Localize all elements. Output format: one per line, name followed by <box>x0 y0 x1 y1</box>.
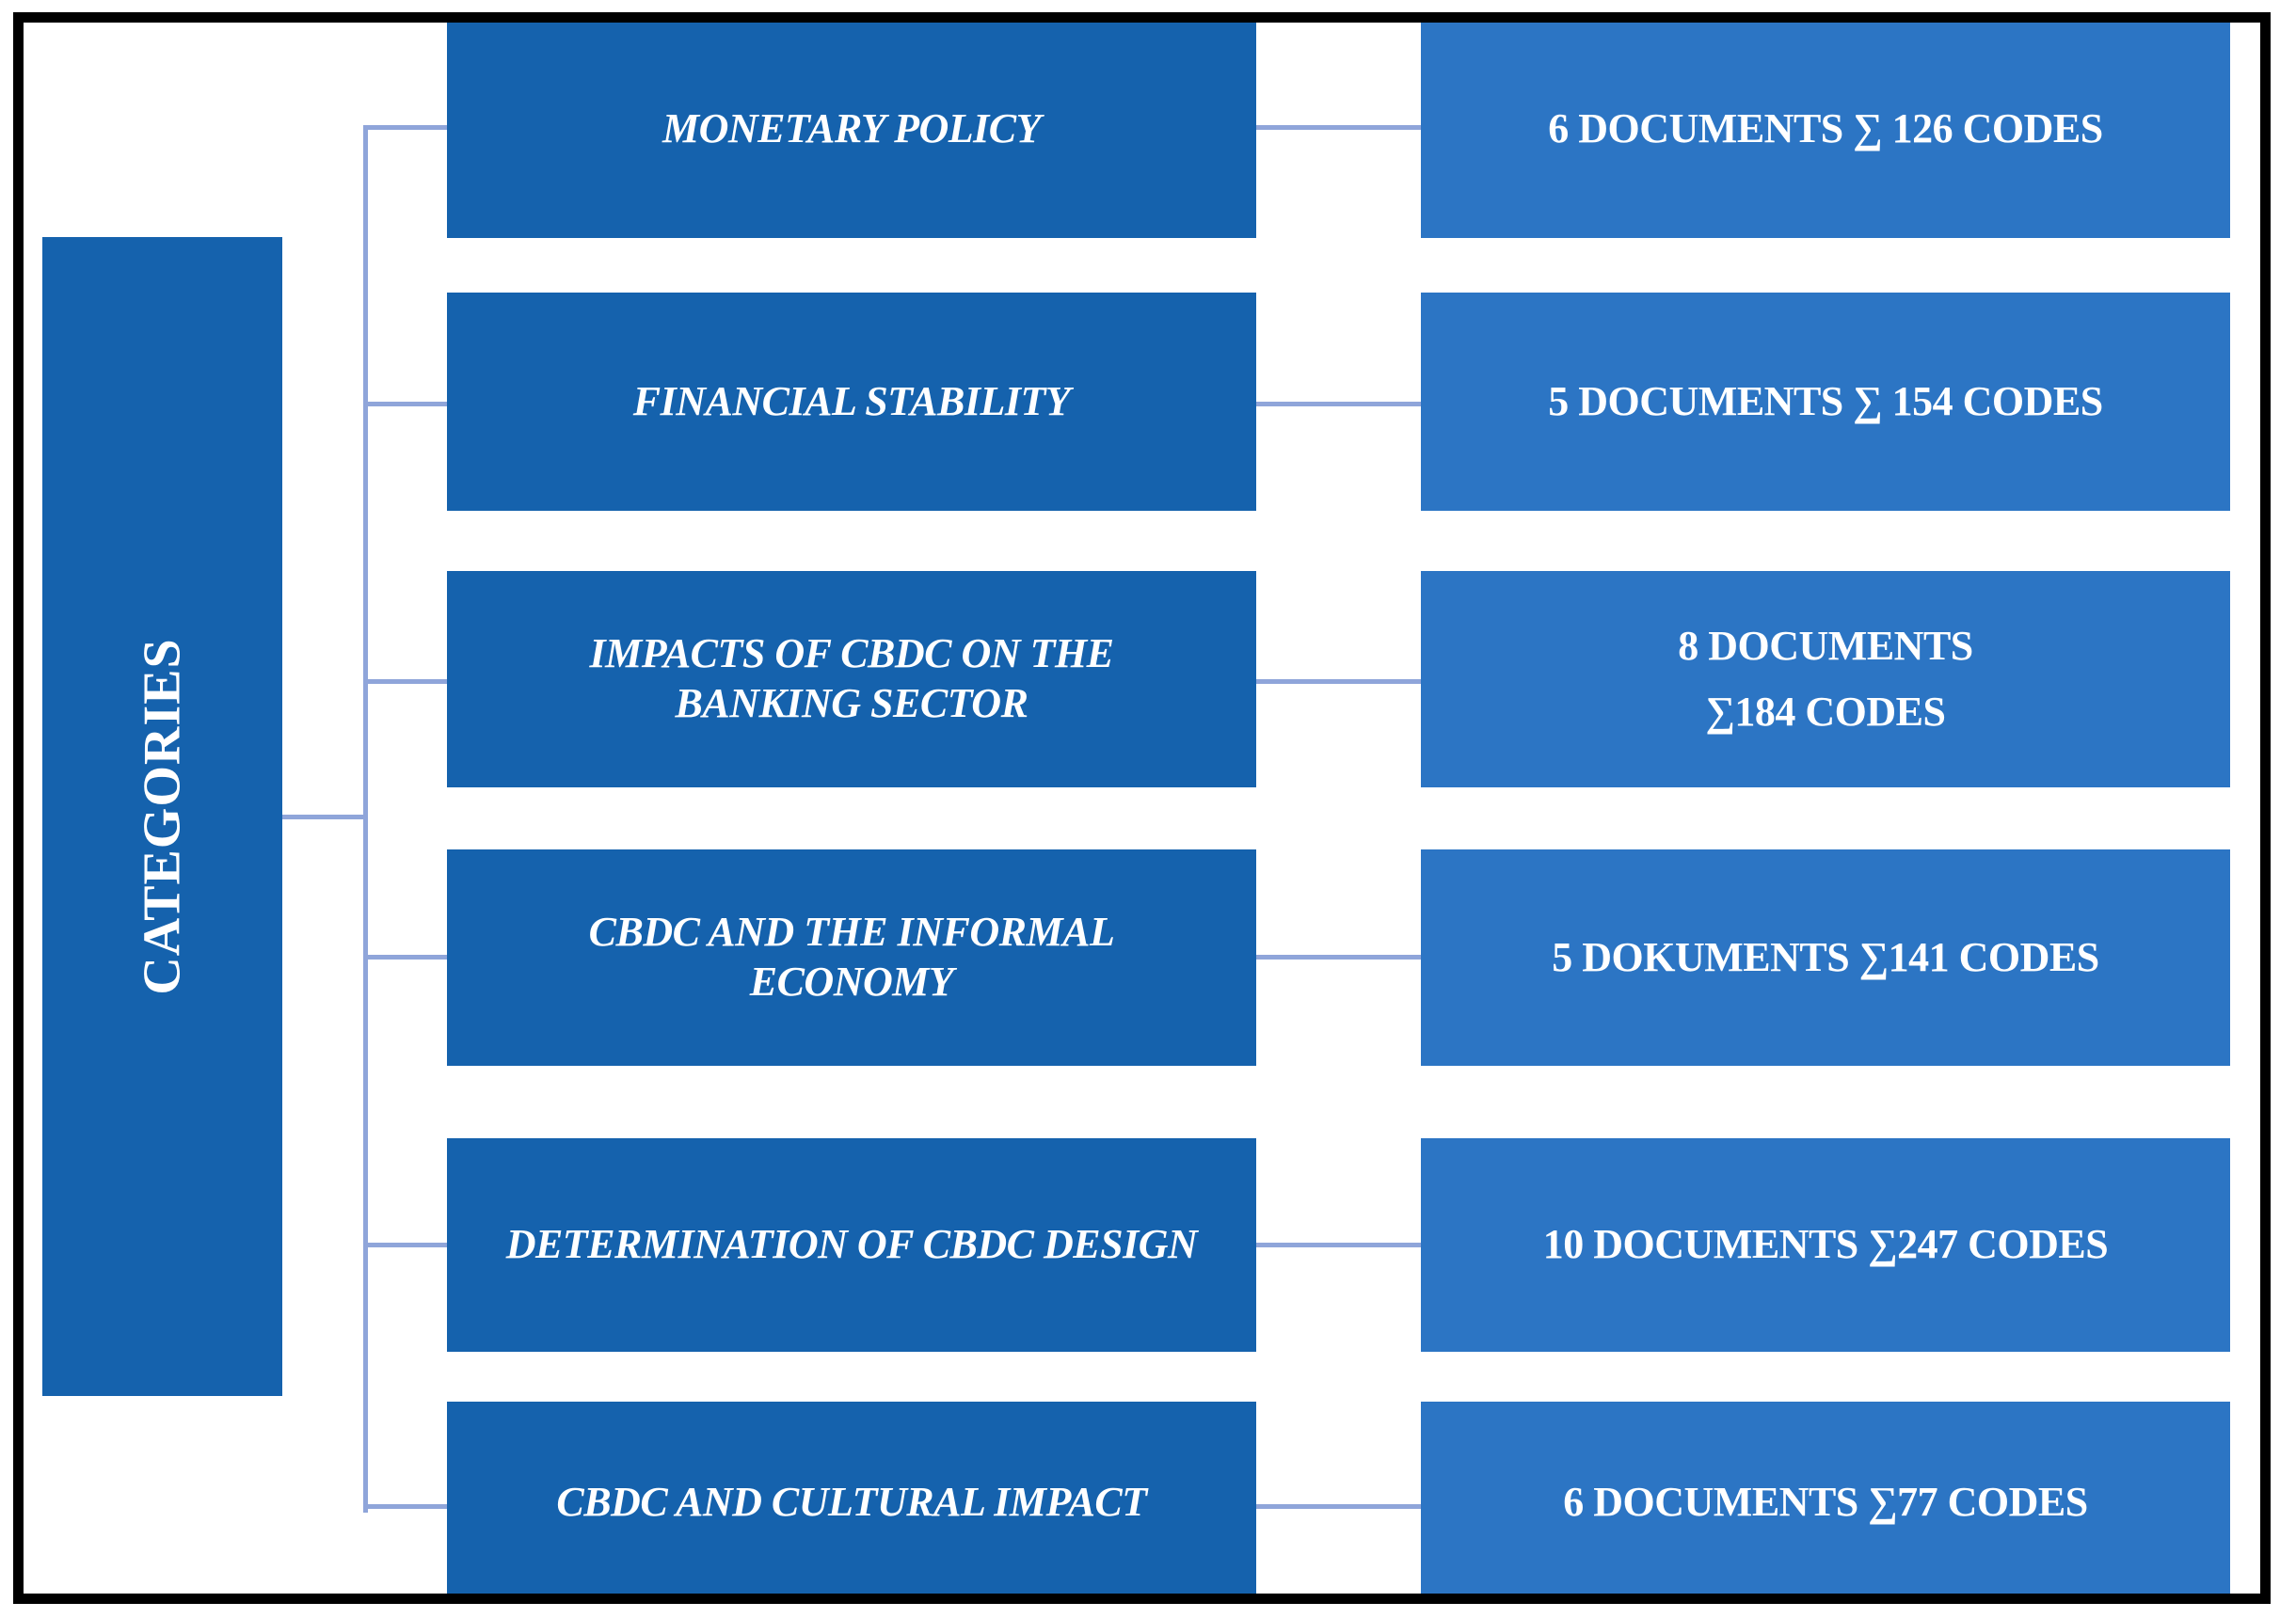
connector-root-stub <box>282 815 363 819</box>
connector-right-stub-row-3 <box>1256 679 1421 684</box>
connector-right-stub-row-4 <box>1256 955 1421 960</box>
stat-label: 10 DOCUMENTS ∑247 CODES <box>1542 1221 2109 1268</box>
connector-right-stub-row-6 <box>1256 1504 1421 1509</box>
stat-box: 5 DOKUMENTS ∑141 CODES <box>1421 849 2230 1066</box>
connector-right-stub-row-1 <box>1256 125 1421 130</box>
stat-box: 10 DOCUMENTS ∑247 CODES <box>1421 1138 2230 1352</box>
stat-box: 8 DOCUMENTS ∑184 CODES <box>1421 571 2230 787</box>
connector-left-stub-row-6 <box>368 1504 447 1509</box>
category-label: IMPACTS OF CBDC ON THE BANKING SECTOR <box>589 630 1114 726</box>
category-box: CBDC AND CULTURAL IMPACT <box>447 1402 1256 1604</box>
connector-left-stub-row-4 <box>368 955 447 960</box>
categories-label: CATEGORIES <box>133 638 192 995</box>
category-label: FINANCIAL STABILITY <box>632 377 1071 424</box>
category-label: CBDC AND CULTURAL IMPACT <box>556 1479 1147 1526</box>
category-box: IMPACTS OF CBDC ON THE BANKING SECTOR <box>447 571 1256 787</box>
connector-left-stub-row-5 <box>368 1243 447 1247</box>
stat-label: 8 DOCUMENTS ∑184 CODES <box>1678 622 1973 735</box>
categories-box: CATEGORIES <box>42 237 282 1396</box>
stat-box: 6 DOCUMENTS ∑77 CODES <box>1421 1402 2230 1604</box>
diagram-outer-frame <box>13 12 2271 1604</box>
category-box: CBDC AND THE INFORMAL ECONOMY <box>447 849 1256 1066</box>
category-label: CBDC AND THE INFORMAL ECONOMY <box>588 909 1115 1005</box>
category-label: MONETARY POLICY <box>662 105 1042 152</box>
category-box: MONETARY POLICY <box>447 21 1256 238</box>
connector-right-stub-row-2 <box>1256 402 1421 406</box>
stat-box: 6 DOCUMENTS ∑ 126 CODES <box>1421 21 2230 238</box>
stat-box: 5 DOCUMENTS ∑ 154 CODES <box>1421 293 2230 511</box>
category-label: DETERMINATION OF CBDC DESIGN <box>505 1221 1198 1268</box>
category-box: DETERMINATION OF CBDC DESIGN <box>447 1138 1256 1352</box>
connector-left-stub-row-3 <box>368 679 447 684</box>
connector-left-stub-row-1 <box>368 125 447 130</box>
stat-label: 6 DOCUMENTS ∑77 CODES <box>1563 1479 2088 1526</box>
category-box: FINANCIAL STABILITY <box>447 293 1256 511</box>
stat-label: 5 DOCUMENTS ∑ 154 CODES <box>1548 377 2103 424</box>
connector-left-stub-row-2 <box>368 402 447 406</box>
stat-label: 6 DOCUMENTS ∑ 126 CODES <box>1548 105 2103 152</box>
connector-trunk <box>363 125 368 1513</box>
connector-right-stub-row-5 <box>1256 1243 1421 1247</box>
stat-label: 5 DOKUMENTS ∑141 CODES <box>1552 933 2099 980</box>
